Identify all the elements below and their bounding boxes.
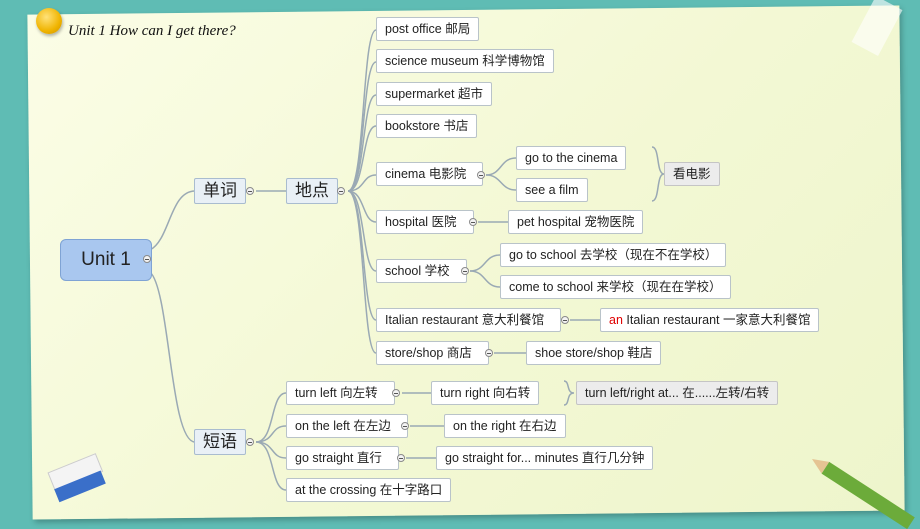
phrase-child-go-straight-for[interactable]: go straight for... minutes 直行几分钟 xyxy=(436,446,654,470)
cinema-child-go-to-cinema[interactable]: go to the cinema xyxy=(516,146,627,170)
connector-lines xyxy=(149,29,665,491)
place-supermarket[interactable]: supermarket 超市 xyxy=(376,82,492,106)
place-store-shop[interactable]: store/shop 商店 xyxy=(376,341,489,365)
collapse-icon[interactable] xyxy=(477,171,485,179)
collapse-icon[interactable] xyxy=(469,218,477,226)
collapse-icon[interactable] xyxy=(561,316,569,324)
summary-watch-movie[interactable]: 看电影 xyxy=(664,162,720,186)
article-an: an xyxy=(609,313,623,327)
pushpin-icon xyxy=(36,8,62,34)
collapse-icon[interactable] xyxy=(397,454,405,462)
hospital-child-pet-hospital[interactable]: pet hospital 宠物医院 xyxy=(508,210,644,234)
place-post-office[interactable]: post office 邮局 xyxy=(376,17,480,41)
collapse-icon[interactable] xyxy=(401,422,409,430)
place-italian-restaurant[interactable]: Italian restaurant 意大利餐馆 xyxy=(376,308,562,332)
restaurant-child[interactable]: an Italian restaurant 一家意大利餐馆 xyxy=(600,308,820,332)
collapse-icon[interactable] xyxy=(143,255,151,263)
collapse-icon[interactable] xyxy=(461,267,469,275)
place-science-museum[interactable]: science museum 科学博物馆 xyxy=(376,49,554,73)
collapse-icon[interactable] xyxy=(337,187,345,195)
phrase-child-turn-right[interactable]: turn right 向右转 xyxy=(431,381,540,405)
place-cinema[interactable]: cinema 电影院 xyxy=(376,162,484,186)
school-child-come-to-school[interactable]: come to school 来学校（现在在学校） xyxy=(500,275,731,299)
phrase-on-the-left[interactable]: on the left 在左边 xyxy=(286,414,408,438)
restaurant-child-label: Italian restaurant 一家意大利餐馆 xyxy=(622,313,811,327)
collapse-icon[interactable] xyxy=(485,349,493,357)
phrase-at-the-crossing[interactable]: at the crossing 在十字路口 xyxy=(286,478,452,502)
cinema-child-see-a-film[interactable]: see a film xyxy=(516,178,588,202)
root-node-unit1[interactable]: Unit 1 xyxy=(60,239,152,281)
phrase-child-on-the-right[interactable]: on the right 在右边 xyxy=(444,414,566,438)
branch-phrases[interactable]: 短语 xyxy=(194,429,246,455)
collapse-icon[interactable] xyxy=(246,438,254,446)
place-school[interactable]: school 学校 xyxy=(376,259,467,283)
phrase-go-straight[interactable]: go straight 直行 xyxy=(286,446,399,470)
branch-places[interactable]: 地点 xyxy=(286,178,338,204)
summary-turn-at[interactable]: turn left/right at... 在......左转/右转 xyxy=(576,381,779,405)
page-title: Unit 1 How can I get there? xyxy=(68,23,236,39)
branch-vocab[interactable]: 单词 xyxy=(194,178,246,204)
shop-child-shoe-store[interactable]: shoe store/shop 鞋店 xyxy=(526,341,662,365)
place-hospital[interactable]: hospital 医院 xyxy=(376,210,474,234)
place-bookstore[interactable]: bookstore 书店 xyxy=(376,114,478,138)
collapse-icon[interactable] xyxy=(392,389,400,397)
phrase-turn-left[interactable]: turn left 向左转 xyxy=(286,381,395,405)
collapse-icon[interactable] xyxy=(246,187,254,195)
school-child-go-to-school[interactable]: go to school 去学校（现在不在学校） xyxy=(500,243,727,267)
